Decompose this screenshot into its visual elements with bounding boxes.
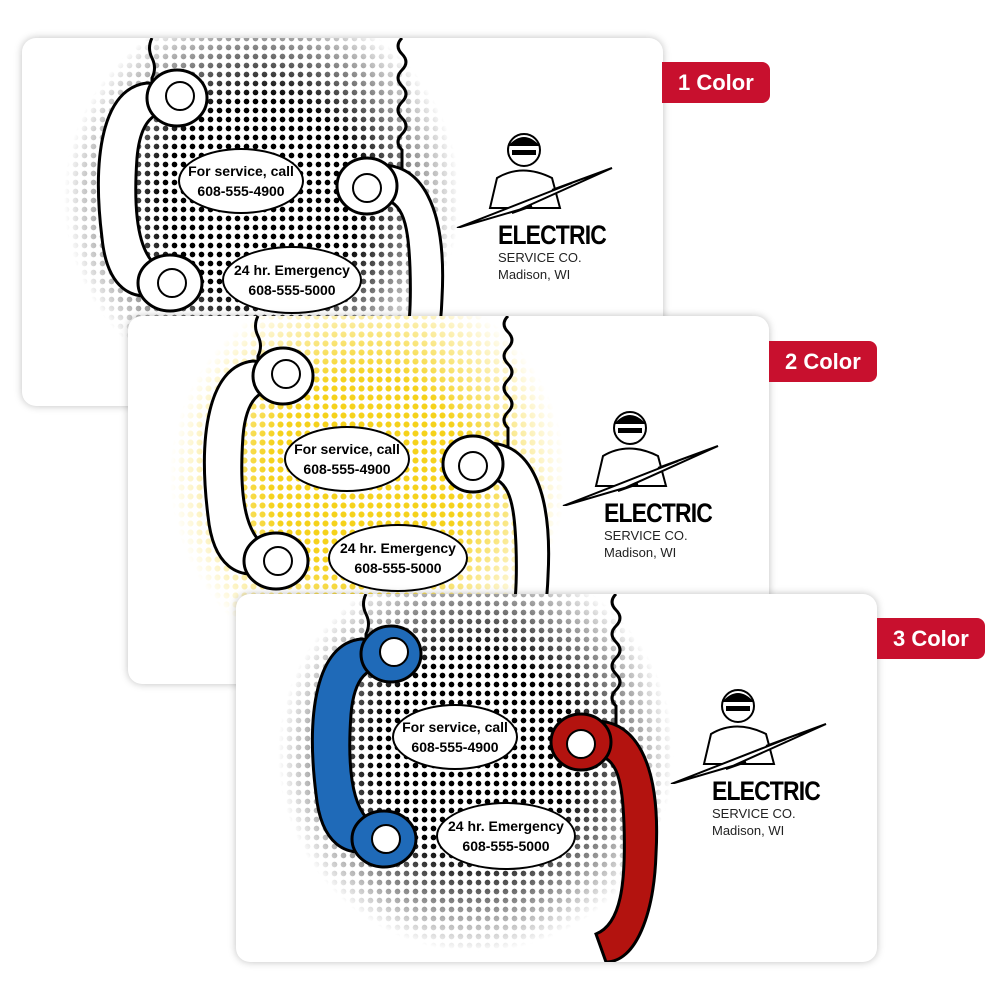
- speech-bubble-emergency: 24 hr. Emergency 608-555-5000: [436, 802, 576, 870]
- magnet-card: For service, call 608-555-4900 24 hr. Em…: [128, 316, 769, 684]
- logo-name: ELECTRIC: [498, 220, 607, 250]
- logo-location: Madison, WI: [712, 823, 785, 838]
- company-logo: ELECTRIC SERVICE CO. Madison, WI: [452, 128, 622, 282]
- logo-subtitle: SERVICE CO.: [712, 806, 796, 821]
- speech-bubble-emergency: 24 hr. Emergency 608-555-5000: [222, 246, 362, 314]
- speech-bubble-emergency: 24 hr. Emergency 608-555-5000: [328, 524, 468, 592]
- phone-handset-left-icon: [311, 594, 423, 869]
- electrician-lightning-icon: [456, 133, 613, 228]
- badge-1-color: 1 Color: [662, 62, 770, 103]
- service-phone: 608-555-4900: [197, 183, 285, 199]
- service-label: For service, call: [294, 441, 400, 457]
- logo-location: Madison, WI: [498, 267, 571, 282]
- emergency-phone: 608-555-5000: [248, 282, 336, 298]
- emergency-label: 24 hr. Emergency: [234, 262, 350, 278]
- speech-bubble-service: For service, call 608-555-4900: [284, 426, 410, 492]
- logo-name: ELECTRIC: [712, 776, 821, 806]
- logo-subtitle: SERVICE CO.: [604, 528, 688, 543]
- service-label: For service, call: [402, 719, 508, 735]
- badge-2-color: 2 Color: [769, 341, 877, 382]
- company-logo: ELECTRIC SERVICE CO. Madison, WI: [558, 406, 728, 560]
- emergency-label: 24 hr. Emergency: [448, 818, 564, 834]
- electrician-lightning-icon: [562, 411, 719, 506]
- phone-handset-right-icon: [549, 594, 659, 962]
- service-label: For service, call: [188, 163, 294, 179]
- speech-bubble-service: For service, call 608-555-4900: [178, 148, 304, 214]
- service-phone: 608-555-4900: [303, 461, 391, 477]
- badge-3-color: 3 Color: [877, 618, 985, 659]
- emergency-phone: 608-555-5000: [354, 560, 442, 576]
- logo-location: Madison, WI: [604, 545, 677, 560]
- electrician-lightning-icon: [670, 689, 827, 784]
- emergency-label: 24 hr. Emergency: [340, 540, 456, 556]
- emergency-phone: 608-555-5000: [462, 838, 550, 854]
- logo-subtitle: SERVICE CO.: [498, 250, 582, 265]
- logo-name: ELECTRIC: [604, 498, 713, 528]
- speech-bubble-service: For service, call 608-555-4900: [392, 704, 518, 770]
- service-phone: 608-555-4900: [411, 739, 499, 755]
- phone-handset-left-icon: [203, 316, 315, 591]
- company-logo: ELECTRIC SERVICE CO. Madison, WI: [666, 684, 836, 838]
- phone-handset-left-icon: [97, 38, 209, 313]
- magnet-card: For service, call 608-555-4900 24 hr. Em…: [236, 594, 877, 962]
